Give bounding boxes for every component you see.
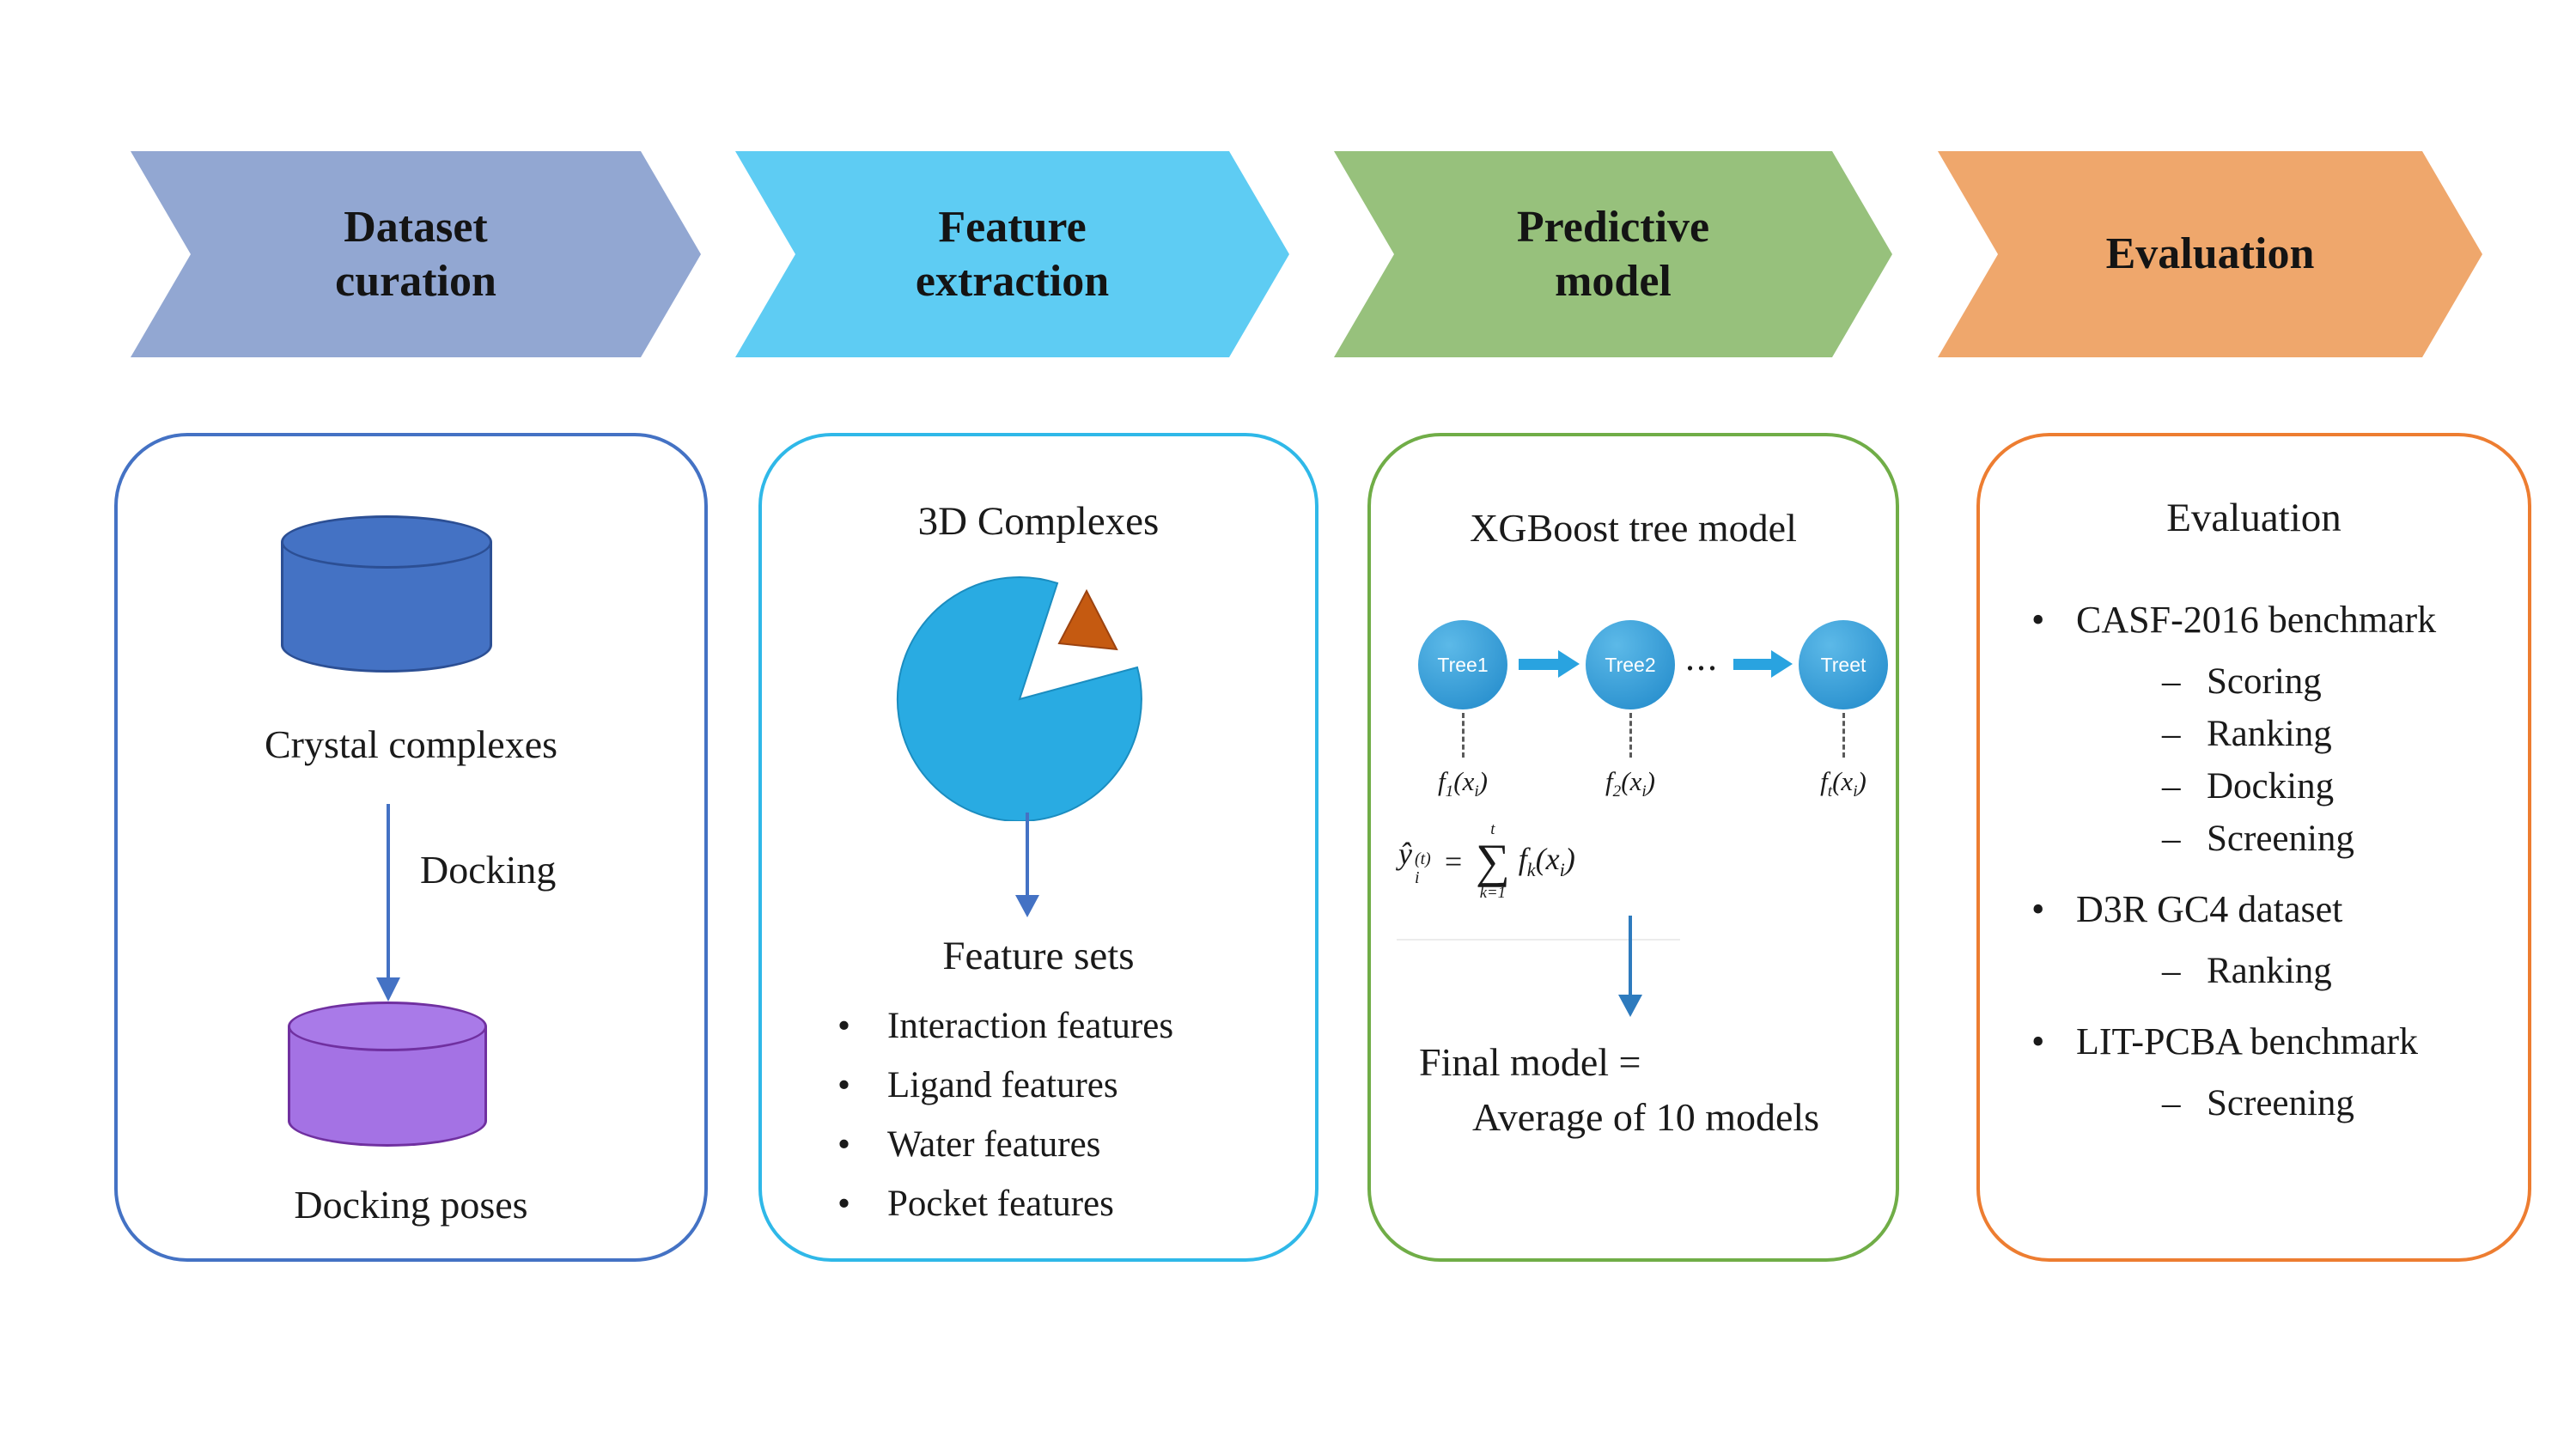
formula-equals: = — [1442, 844, 1464, 880]
evaluation-panel-title: Evaluation — [2166, 496, 2342, 540]
sub-list: Screening — [2162, 1082, 2514, 1124]
tree-function-label-2: f2(xi) — [1605, 766, 1655, 801]
feature-bullet-list: Interaction features Ligand features Wat… — [837, 1005, 1173, 1242]
tree-node-label: Tree1 — [1437, 653, 1489, 676]
stage-label-line2: model — [1555, 257, 1672, 306]
sub-list: Ranking — [2162, 950, 2514, 992]
feature-panel-title: 3D Complexes — [917, 499, 1160, 544]
panel-predictive-model: XGBoost tree model Tree1 Tree2 ... Treet… — [1367, 433, 1899, 1262]
summation-symbol: t ∑ k=1 — [1475, 820, 1510, 902]
stage-dataset-curation: Dataset curation — [131, 151, 701, 357]
benchmark-label: LIT-PCBA benchmark — [2076, 1020, 2418, 1062]
database-icon-docking-poses — [288, 1002, 487, 1149]
sub-list-item: Screening — [2162, 818, 2514, 860]
sub-list-item: Ranking — [2162, 713, 2514, 755]
docking-arrow-label: Docking — [420, 848, 557, 892]
right-arrow-icon — [1519, 650, 1580, 678]
list-item: LIT-PCBA benchmark Screening — [2031, 1020, 2514, 1124]
tree-node-t: Treet — [1799, 620, 1888, 709]
tree-node-label: Tree2 — [1605, 653, 1656, 676]
boosting-formula: ŷ(t)i = t ∑ k=1 fk(xi) — [1398, 820, 1575, 902]
stage-label-line2: extraction — [915, 257, 1110, 306]
stage-label: Predictive model — [1517, 200, 1709, 309]
panel-dataset-curation: Crystal complexes Docking Docking poses — [114, 433, 708, 1262]
divider — [1397, 939, 1680, 941]
list-item: D3R GC4 dataset Ranking — [2031, 887, 2514, 992]
right-arrow-icon — [1733, 650, 1793, 678]
pie-chart-complex-icon — [896, 576, 1142, 821]
stage-label: Feature extraction — [916, 200, 1109, 309]
tree-node-1: Tree1 — [1418, 620, 1507, 709]
list-item: Water features — [837, 1123, 1173, 1166]
model-panel-title: XGBoost tree model — [1470, 506, 1797, 550]
dashed-connector — [1462, 713, 1465, 758]
tree-node-2: Tree2 — [1586, 620, 1675, 709]
list-item: Interaction features — [837, 1005, 1173, 1047]
sub-list-item: Ranking — [2162, 950, 2514, 992]
tree-node-label: Treet — [1820, 653, 1867, 676]
down-arrow-icon — [1618, 916, 1642, 1017]
stage-label: Evaluation — [2106, 227, 2315, 281]
list-item: CASF-2016 benchmark Scoring Ranking Dock… — [2031, 598, 2514, 860]
sub-list-item: Screening — [2162, 1082, 2514, 1124]
stage-evaluation: Evaluation — [1938, 151, 2482, 357]
stage-label-line1: Evaluation — [2105, 229, 2315, 279]
list-item: Pocket features — [837, 1183, 1173, 1225]
stage-predictive-model: Predictive model — [1334, 151, 1892, 357]
panel-feature-extraction: 3D Complexes Feature sets Interaction fe… — [758, 433, 1318, 1262]
stage-feature-extraction: Feature extraction — [735, 151, 1289, 357]
feature-sets-label: Feature sets — [942, 934, 1135, 978]
down-arrow-icon — [376, 804, 400, 1002]
docking-poses-label: Docking poses — [294, 1183, 528, 1227]
stage-label-line2: curation — [335, 257, 496, 306]
benchmark-label: D3R GC4 dataset — [2076, 888, 2343, 930]
tree-function-label-t: ft(xi) — [1820, 766, 1867, 801]
cylinder-top — [288, 1002, 487, 1051]
panel-evaluation: Evaluation CASF-2016 benchmark Scoring R… — [1976, 433, 2531, 1262]
formula-lhs: ŷ(t)i — [1398, 836, 1431, 887]
stage-label-line1: Feature — [938, 202, 1087, 252]
tree-function-label-1: f1(xi) — [1438, 766, 1488, 801]
cylinder-top — [281, 515, 492, 569]
dashed-connector — [1629, 713, 1632, 758]
sub-list-item: Docking — [2162, 765, 2514, 807]
list-item: Ligand features — [837, 1064, 1173, 1106]
stage-label-line1: Predictive — [1516, 202, 1710, 252]
sub-list-item: Scoring — [2162, 661, 2514, 703]
stage-label: Dataset curation — [335, 200, 496, 309]
ellipsis-label: ... — [1685, 636, 1719, 679]
sub-list: Scoring Ranking Docking Screening — [2162, 661, 2514, 860]
benchmark-label: CASF-2016 benchmark — [2076, 599, 2437, 641]
down-arrow-icon — [1015, 813, 1039, 917]
evaluation-list: CASF-2016 benchmark Scoring Ranking Dock… — [2031, 598, 2514, 1152]
formula-rhs: fk(xi) — [1518, 842, 1575, 881]
ligand-triangle-icon — [1057, 588, 1118, 651]
final-model-line1: Final model = — [1419, 1040, 1641, 1084]
database-icon-crystal-complexes — [281, 515, 492, 675]
final-model-line2: Average of 10 models — [1472, 1095, 1820, 1139]
dashed-connector — [1842, 713, 1845, 758]
stage-label-line1: Dataset — [344, 202, 488, 252]
crystal-complexes-label: Crystal complexes — [264, 722, 558, 766]
